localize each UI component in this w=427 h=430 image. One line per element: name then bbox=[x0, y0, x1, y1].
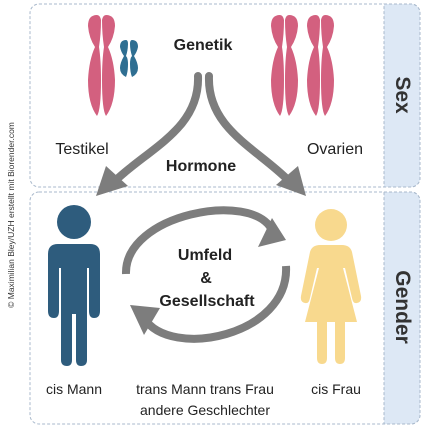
cis-frau-label: cis Frau bbox=[311, 381, 361, 397]
gender-side-tab bbox=[383, 191, 421, 425]
umfeld-label: Umfeld bbox=[177, 247, 233, 264]
sex-side-label: Sex bbox=[391, 76, 414, 114]
hormone-label: Hormone bbox=[165, 158, 237, 175]
cycle-arrowhead-top bbox=[258, 218, 286, 247]
sex-side-tab bbox=[383, 3, 421, 188]
testikel-label: Testikel bbox=[55, 141, 109, 158]
andere-geschlechter-label: andere Geschlechter bbox=[140, 402, 270, 418]
image-credit: © Maximilian Bley/UZH erstellt mit Biore… bbox=[6, 122, 16, 308]
x-chromosome-female-2 bbox=[307, 15, 334, 116]
cycle-arrows bbox=[121, 206, 291, 343]
male-figure-icon bbox=[48, 205, 100, 366]
arrowhead-left bbox=[96, 166, 128, 196]
genetik-label: Genetik bbox=[173, 37, 233, 54]
ampersand-label: & bbox=[200, 270, 212, 287]
cis-mann-label: cis Mann bbox=[45, 381, 103, 397]
x-chromosome-male bbox=[88, 15, 115, 116]
cycle-arrowhead-bottom bbox=[130, 305, 160, 335]
ovarien-label: Ovarien bbox=[306, 141, 364, 158]
hormone-arrows bbox=[96, 72, 306, 196]
x-chromosome-female-1 bbox=[271, 15, 298, 116]
gender-side-label: Gender bbox=[391, 270, 414, 344]
trans-label: trans Mann trans Frau bbox=[136, 381, 274, 397]
gesellschaft-label: Gesellschaft bbox=[159, 293, 255, 310]
female-figure-icon bbox=[300, 209, 362, 364]
y-chromosome-male bbox=[120, 40, 138, 77]
arrowhead-right bbox=[276, 166, 306, 196]
